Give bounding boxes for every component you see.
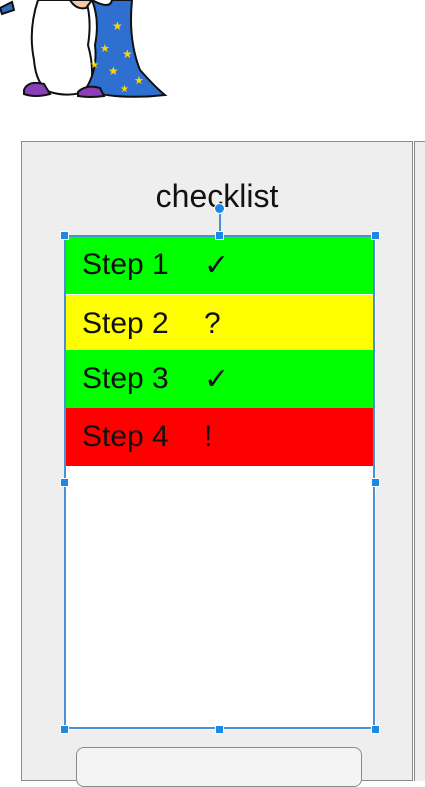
item-label: Step 1	[82, 248, 169, 281]
checklist-listbox[interactable]: Step 1 ✓ Step 2 ? Step 3 ✓ Step 4 !	[65, 236, 376, 730]
resize-handle-top-right[interactable]	[371, 231, 380, 240]
checkmark-icon: ✓	[204, 362, 230, 396]
resize-handle-right[interactable]	[371, 478, 380, 487]
item-label: Step 3	[82, 362, 169, 395]
svg-text:★: ★	[112, 19, 123, 33]
svg-text:★: ★	[120, 84, 129, 95]
resize-handle-bottom-left[interactable]	[60, 725, 69, 734]
bottom-button[interactable]	[76, 747, 362, 787]
question-mark-icon: ?	[204, 307, 221, 340]
checklist-item-step-3[interactable]: Step 3 ✓	[65, 350, 373, 408]
svg-text:★: ★	[108, 64, 119, 78]
svg-text:★: ★	[134, 75, 144, 87]
checklist-item-step-2[interactable]: Step 2 ?	[65, 295, 373, 353]
adjacent-panel	[414, 141, 425, 781]
wizard-sprite: ★ ★ ★ ★ ★ ★ ★	[0, 0, 175, 100]
item-label: Step 4	[82, 420, 169, 453]
checkmark-icon: ✓	[204, 248, 230, 282]
rotation-handle[interactable]	[214, 203, 225, 214]
checklist-item-step-1[interactable]: Step 1 ✓	[65, 236, 373, 294]
item-label: Step 2	[82, 307, 169, 340]
resize-handle-bottom-right[interactable]	[371, 725, 380, 734]
svg-text:★: ★	[90, 60, 99, 71]
checklist-item-step-4[interactable]: Step 4 !	[65, 408, 373, 466]
resize-handle-left[interactable]	[60, 478, 69, 487]
svg-text:★: ★	[122, 47, 133, 61]
checklist-panel: checklist Step 1 ✓ Step 2 ? Step 3 ✓ Ste…	[21, 141, 413, 781]
wizard-icon: ★ ★ ★ ★ ★ ★ ★	[0, 0, 168, 98]
resize-handle-bottom[interactable]	[215, 725, 224, 734]
resize-handle-top[interactable]	[215, 231, 224, 240]
rotation-handle-line	[219, 212, 221, 234]
exclamation-icon: !	[204, 420, 213, 453]
svg-text:★: ★	[100, 43, 110, 55]
resize-handle-top-left[interactable]	[60, 231, 69, 240]
